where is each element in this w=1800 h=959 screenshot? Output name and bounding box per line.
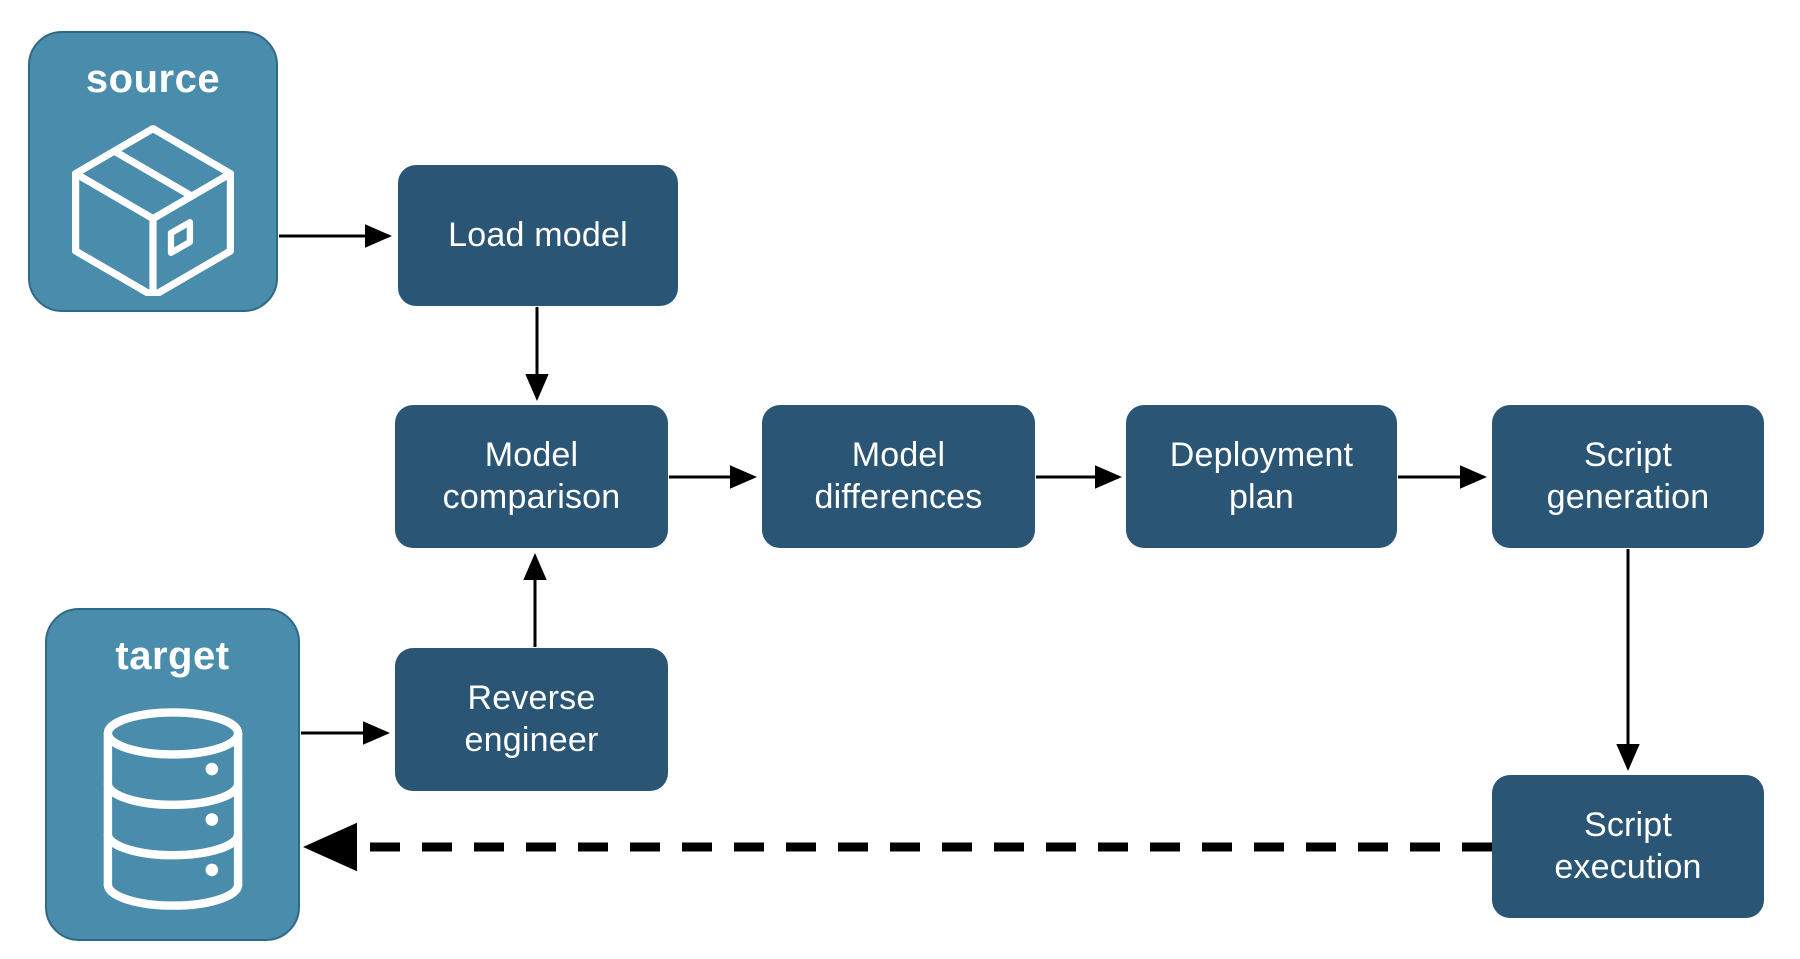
node-deployment-plan[interactable]: Deployment plan (1126, 405, 1397, 548)
node-reverse-engineer[interactable]: Reverse engineer (395, 648, 668, 791)
script-execution-label: Script execution (1554, 806, 1702, 886)
node-target[interactable]: target (45, 608, 300, 941)
node-load-model[interactable]: Load model (398, 165, 678, 306)
node-script-execution[interactable]: Script execution (1492, 775, 1764, 918)
load-model-label: Load model (448, 215, 628, 254)
target-title: target (115, 634, 230, 678)
model-comparison-label: Model comparison (442, 436, 621, 516)
reverse-engineer-label: Reverse engineer (464, 679, 599, 759)
script-generation-label: Script generation (1546, 436, 1710, 516)
model-differences-label: Model differences (814, 436, 983, 516)
node-source[interactable]: source (28, 31, 278, 312)
node-model-differences[interactable]: Model differences (762, 405, 1035, 548)
source-title: source (85, 57, 221, 101)
node-model-comparison[interactable]: Model comparison (395, 405, 668, 548)
deployment-plan-label: Deployment plan (1169, 436, 1354, 516)
database-cylinder-icon (47, 679, 298, 939)
package-box-icon (30, 102, 276, 310)
node-script-generation[interactable]: Script generation (1492, 405, 1764, 548)
